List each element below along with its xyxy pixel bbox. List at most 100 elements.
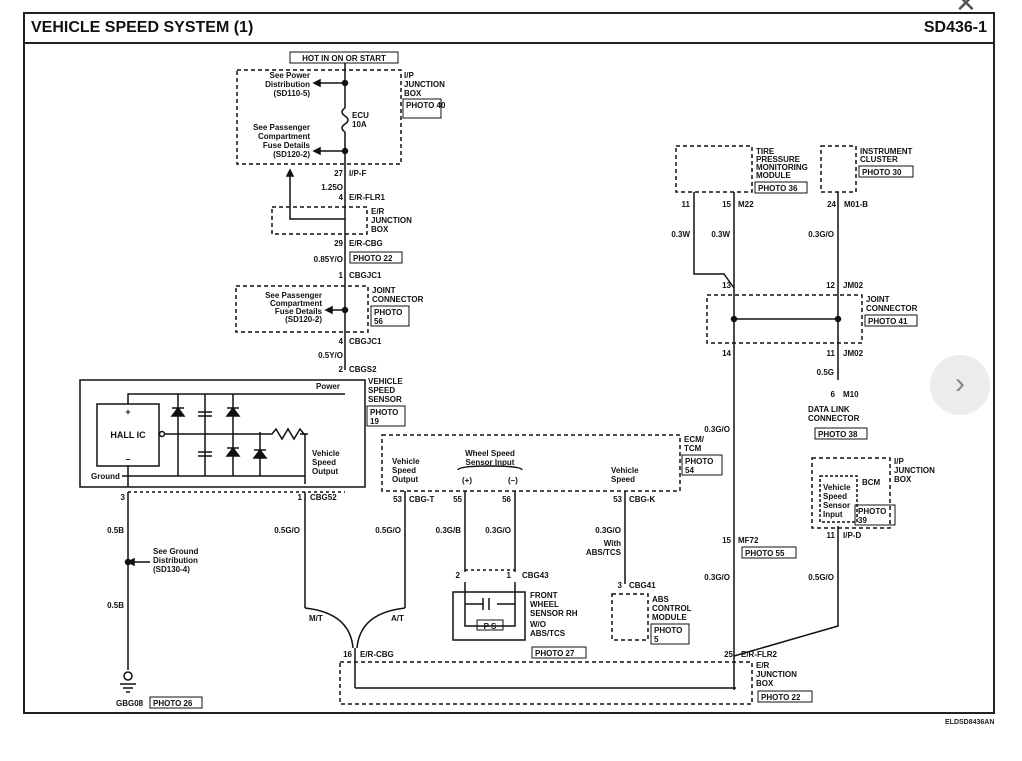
ground-label: Ground [91,472,120,481]
vss-gnd-wire [122,466,129,477]
tpms-photo: PHOTO 36 [758,184,798,193]
bcm-photo-1: PHOTO [858,507,886,516]
wire-03gb: 0.3G/B [436,526,462,535]
er-jbox-l3: BOX [371,225,389,234]
fws-l3: SENSOR RH [530,609,578,618]
ic-l2: CLUSTER [860,155,898,164]
hall-minus: – [125,454,130,464]
splice-dot [730,315,738,323]
tpms-box [675,145,753,193]
ecm-p1: PHOTO [685,457,713,466]
joint1-p1: PHOTO [374,308,402,317]
diode-icon [170,406,186,417]
abs-l3: MODULE [652,613,687,622]
wire-03w: 0.3W [671,230,690,239]
ecm-vso-l1: Vehicle [392,457,420,466]
wss-minus: (–) [508,476,518,485]
wss-brace [457,465,523,471]
pass-fuse2-l3: Fuse Details [275,307,323,316]
pin-1c: 1 [507,571,512,580]
conn-jm02: JM02 [843,281,864,290]
joint1-p2: 56 [374,317,383,326]
mt-label: M/T [309,614,323,623]
photo-27-box [531,646,587,659]
pin-29: 29 [334,239,343,248]
pin-3b: 3 [618,581,623,590]
pin-12: 12 [826,281,835,290]
next-page-button[interactable]: › [930,355,990,415]
wire-05b: 0.5B [107,526,124,535]
vss-l2: SPEED [368,386,395,395]
ecm-l2: TCM [684,444,702,453]
joint2-photo: PHOTO 41 [868,317,908,326]
joint1-photo-box [370,305,410,327]
diode-icon [225,406,241,417]
ip-jbox-l2: JUNCTION [404,80,445,89]
joint2-l2: CONNECTOR [866,304,918,313]
ipjb2-l1: I/P [894,457,904,466]
wire-03go: 0.3G/O [485,526,511,535]
wire-05go3: 0.5G/O [808,573,834,582]
bcm-in-l3: Sensor [823,501,850,510]
pin-11: 11 [682,200,691,209]
pin-6: 6 [831,390,836,399]
diode-icon [252,448,268,459]
pin-16: 16 [343,650,352,659]
pin-13: 13 [722,281,731,290]
tpms-l2: PRESSURE [756,155,801,164]
with-abs-l1: With [604,539,621,548]
fuse-icon [341,107,349,133]
instrument-cluster-box [820,145,857,193]
conn-m22: M22 [738,200,754,209]
vss-p2: 19 [370,417,379,426]
abs-p1: PHOTO [654,626,682,635]
power-label: Power [316,382,340,391]
ps-label: P S [484,622,497,631]
joint2-photo-box [864,314,918,327]
joint2-l1: JOINT [866,295,890,304]
ecm-photo-box [681,454,723,476]
tpms-l3: MONITORING [756,163,808,172]
front-wheel-sensor-box [452,591,526,641]
er-jbox2-photo: PHOTO 22 [761,693,801,702]
er-jbox2-l3: BOX [756,679,774,688]
conn-cbgs2: CBGS2 [349,365,377,374]
capacitor-icon [198,411,212,417]
pass-fuse-l3: Fuse Details [263,141,311,150]
wire-03go4: 0.3G/O [704,425,730,434]
vss-power-wire [127,393,345,404]
vss-photo-box [366,405,406,427]
photo-22a: PHOTO 22 [353,254,393,263]
er-jbox2-photo-box [757,690,813,703]
pass-fuse-l2: Compartment [258,132,310,141]
ip-jbox-l1: I/P [404,71,414,80]
joint-connector-1 [235,285,369,333]
conn-cbg41: CBG41 [629,581,656,590]
hot-label: HOT IN ON OR START [302,54,386,63]
pin-4b: 4 [339,337,344,346]
arrow-head-icon [126,557,135,567]
wire-05go: 0.5G/O [274,526,300,535]
with-abs-l2: ABS/TCS [586,548,622,557]
tpms-l1: TIRE [756,147,775,156]
close-icon[interactable]: ✕ [955,0,977,18]
wire-05yo: 0.5Y/O [318,351,343,360]
er-jbox-l1: E/R [371,207,385,216]
arrow-head-icon [312,146,321,156]
wire-03go3: 0.3G/O [808,230,834,239]
power-dist-l1: See Power [270,71,310,80]
pin-25: 25 [724,650,733,659]
wire-125o: 1.25O [321,183,343,192]
vss-p1: PHOTO [370,408,398,417]
resistor-icon [159,427,308,441]
ipjb2-l3: BOX [894,475,912,484]
ip-jbox-photo: PHOTO 40 [406,101,446,110]
ip-jbox-photo-box [402,98,442,119]
splice-dot [341,147,349,155]
vs-l2: Speed [611,475,635,484]
abs-l1: ABS [652,595,670,604]
fws-l5: ABS/TCS [530,629,566,638]
diode-icon [225,446,241,457]
vso-l3: Output [312,467,339,476]
wss-in-l2: Sensor Input [466,458,515,467]
